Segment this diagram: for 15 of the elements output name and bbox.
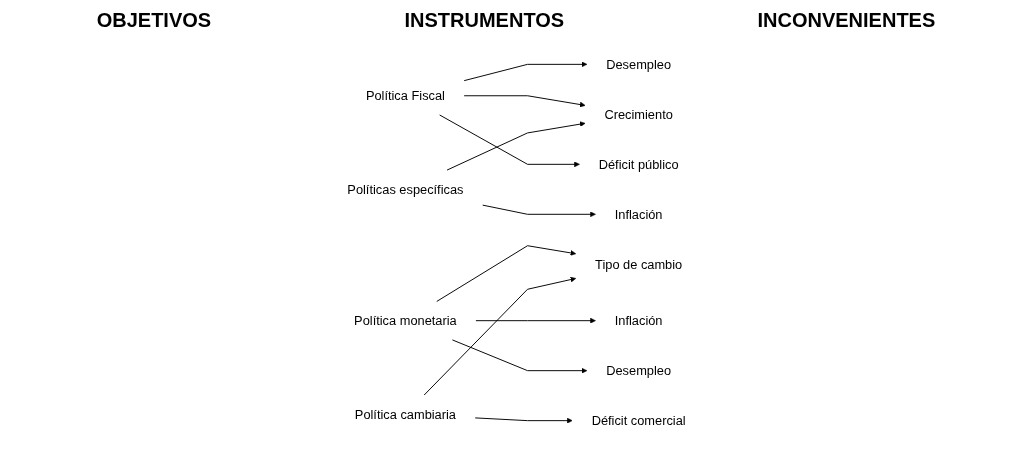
column-heading: INSTRUMENTOS: [404, 8, 565, 32]
column-heading: INCONVENIENTES: [757, 8, 936, 32]
node-text: Crecimiento: [603, 107, 673, 122]
node-text: Política Fiscal: [365, 88, 445, 103]
node-text: Política cambiaria: [354, 407, 456, 422]
node-text: Inflación: [614, 207, 662, 222]
node-text: Déficit público: [598, 157, 679, 172]
node-text: Déficit comercial: [591, 413, 686, 428]
node-text: Desempleo: [605, 57, 671, 72]
node-text: Política monetaria: [353, 313, 457, 328]
column-heading: OBJETIVOS: [96, 8, 212, 32]
node-text: Inflación: [614, 313, 662, 328]
node-text: Políticas específicas: [346, 182, 463, 197]
node-text: Desempleo: [605, 363, 671, 378]
node-text: Tipo de cambio: [594, 257, 682, 272]
